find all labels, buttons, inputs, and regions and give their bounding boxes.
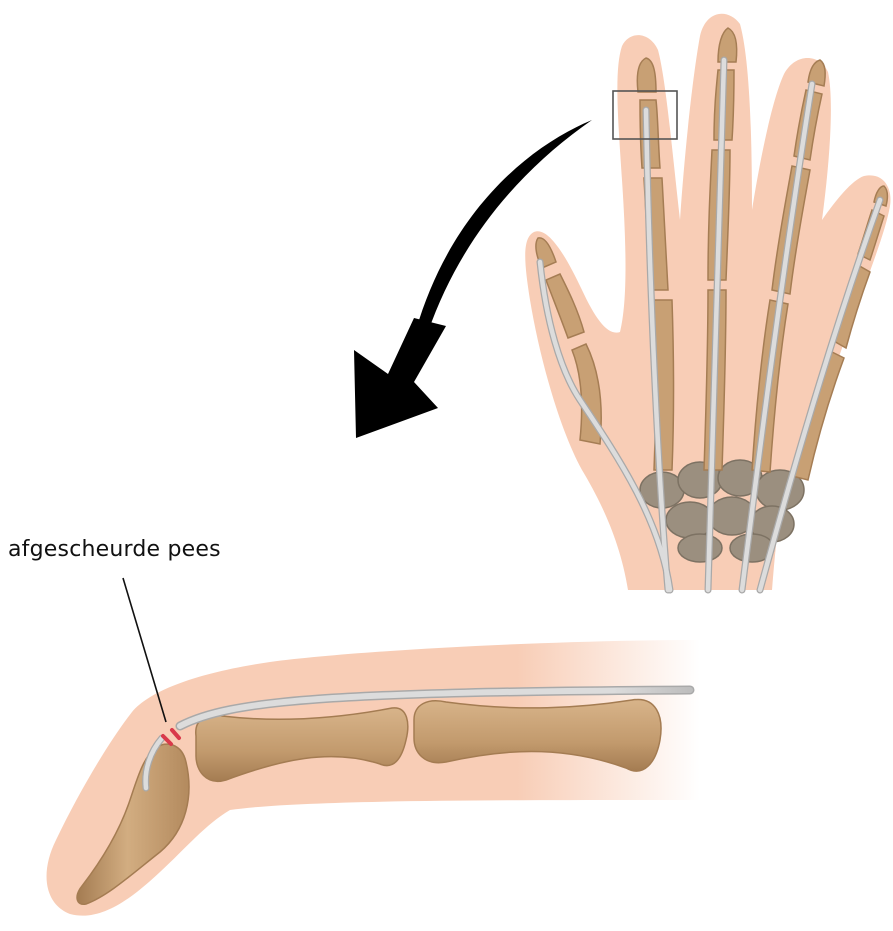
hand-illustration	[525, 14, 890, 590]
arrow-head	[354, 318, 446, 438]
finger-side-view	[47, 578, 700, 916]
label-leader-line	[123, 578, 166, 722]
torn-tendon-label: afgescheurde pees	[8, 537, 221, 562]
